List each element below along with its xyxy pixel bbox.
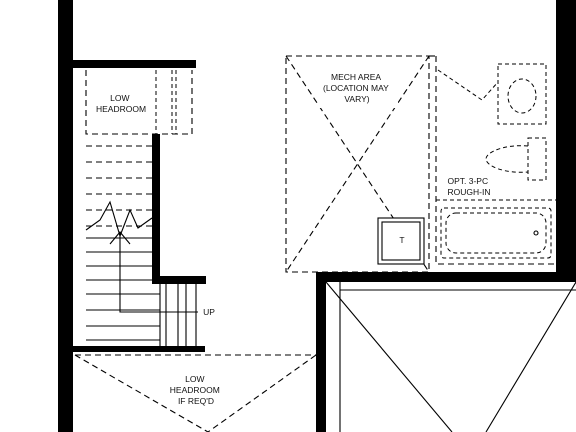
wall-top-left-stub bbox=[58, 60, 196, 68]
wall-garage-left bbox=[316, 272, 326, 432]
wall-garage-top bbox=[316, 272, 576, 282]
wall-right-exterior bbox=[556, 0, 576, 272]
stair-upper-flight bbox=[85, 145, 153, 238]
wall-stair-vertical bbox=[152, 134, 160, 284]
low-headroom-top-zone: LOW HEADROOM bbox=[85, 70, 193, 135]
rough-in-label: OPT. 3-PC ROUGH-IN bbox=[448, 176, 491, 197]
bathtub-fixture-icon bbox=[440, 207, 552, 259]
low-headroom-top-label: LOW HEADROOM bbox=[96, 93, 146, 114]
low-headroom-bottom-zone: LOW HEADROOM IF REQ'D bbox=[74, 354, 317, 432]
toilet-fixture-icon bbox=[485, 137, 547, 181]
stair-lower-flight bbox=[86, 237, 197, 346]
stair-arrow-icon: UP bbox=[109, 231, 215, 317]
garage-area bbox=[325, 281, 576, 432]
wall-stair-landing bbox=[152, 276, 206, 284]
low-headroom-bottom-label: LOW HEADROOM IF REQ'D bbox=[170, 374, 222, 406]
stair-direction-label: UP bbox=[203, 307, 215, 317]
wall-stair-bottom bbox=[73, 346, 205, 352]
water-heater-tank-icon: T bbox=[377, 217, 425, 265]
mech-area-label: MECH AREA (LOCATION MAY VARY) bbox=[323, 72, 391, 104]
sink-fixture-icon bbox=[497, 63, 547, 125]
walls bbox=[58, 0, 576, 432]
wall-left-exterior bbox=[58, 0, 73, 432]
mech-area: MECH AREA (LOCATION MAY VARY) bbox=[285, 55, 430, 273]
water-heater-label: T bbox=[399, 235, 404, 245]
rough-in-bathroom: OPT. 3-PC ROUGH-IN bbox=[429, 55, 556, 265]
